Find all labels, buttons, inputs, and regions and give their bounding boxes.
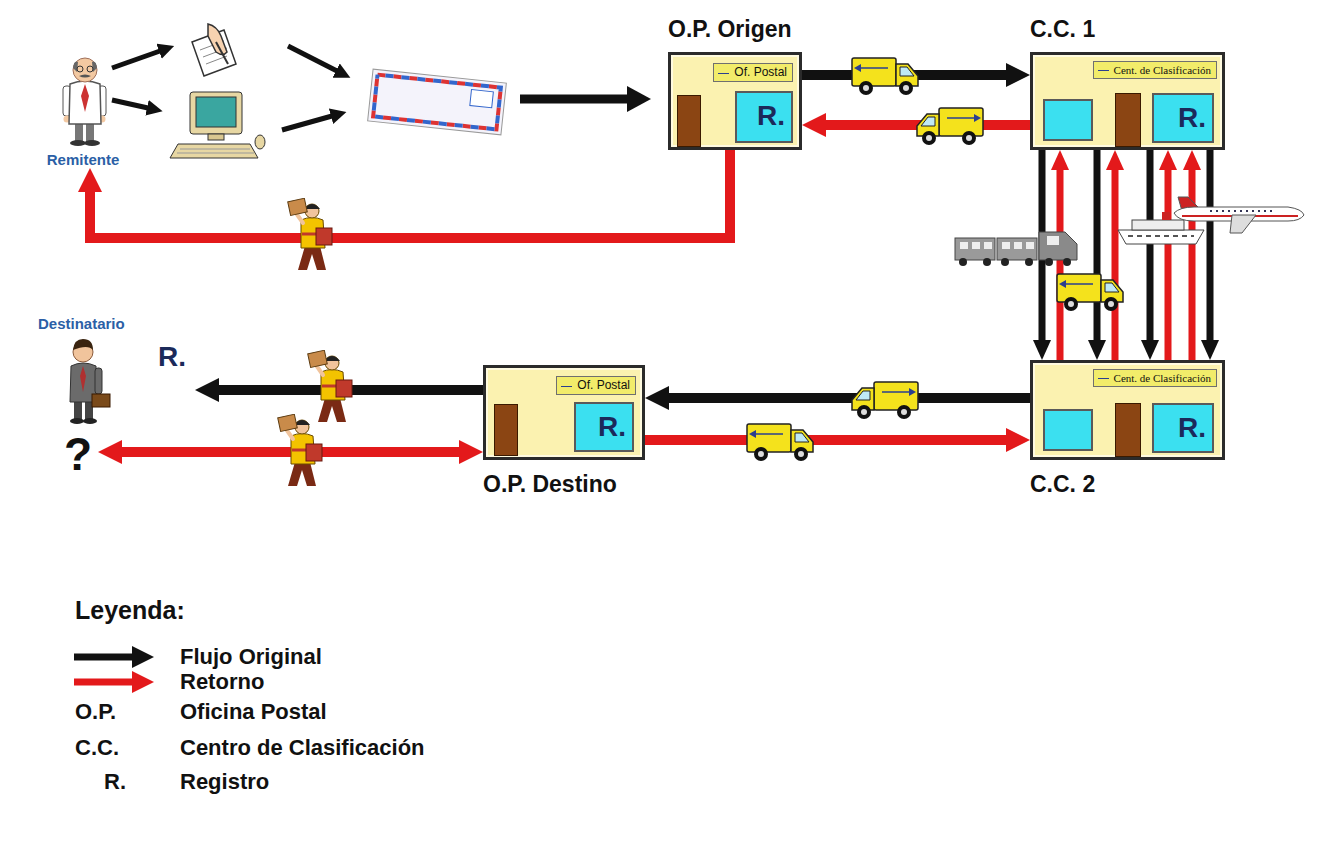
legend-row: Registro [0, 769, 700, 795]
flow-arrow [1094, 150, 1101, 341]
return-arrow [1057, 169, 1064, 360]
legend-title: Leyenda: [75, 596, 185, 625]
office-heading: O.P. Origen [668, 15, 792, 43]
sender-label: Remitente [8, 151, 158, 168]
post-office: O.P. OrigenOf. PostalR. [668, 52, 802, 150]
legend-text: Centro de Clasificación [180, 735, 425, 761]
post-office: Of. PostalR.O.P. Destino [483, 365, 645, 460]
sorting-center: Cent. de ClasificaciónR.C.C. 2 [1030, 360, 1225, 460]
legend-arrow-shaft [74, 679, 134, 686]
mail-carrier [288, 198, 332, 270]
legend-abbreviation: C.C. [75, 735, 119, 760]
envelope-icon [368, 69, 507, 135]
legend-arrow-head [132, 671, 154, 693]
sender-figure [63, 58, 106, 146]
mail-carrier [278, 414, 322, 486]
center-sign: Cent. de Clasificación [1093, 369, 1217, 387]
window [1043, 409, 1093, 451]
question-mark: ? [58, 426, 98, 482]
computer-icon [170, 92, 265, 158]
legend-row: Centro de Clasificación [0, 735, 700, 761]
receiver-figure [70, 339, 110, 424]
legend-row: Oficina Postal [0, 699, 700, 725]
sorting-center: C.C. 1Cent. de ClasificaciónR. [1030, 52, 1225, 150]
legend-row: Flujo Original [0, 644, 700, 670]
flow-arrow [1207, 150, 1214, 341]
center-sign: Cent. de Clasificación [1093, 61, 1217, 79]
recipient-label: Destinatario [38, 315, 125, 332]
door [1115, 93, 1141, 147]
legend-arrow [72, 669, 162, 695]
register-mark: R. [158, 341, 186, 373]
legend-arrow-shaft [74, 654, 134, 661]
recipient: DestinatarioR. [30, 315, 195, 425]
return-arrow [1189, 169, 1196, 360]
train-icon [955, 232, 1077, 266]
register-mark: R. [735, 91, 793, 143]
legend-text: Retorno [180, 669, 264, 695]
mail-carrier [308, 350, 352, 422]
center-heading: C.C. 1 [1030, 15, 1095, 43]
legend-abbreviation: O.P. [75, 699, 116, 724]
office-heading: O.P. Destino [483, 470, 617, 498]
legend-row: Retorno [0, 669, 700, 695]
sender: Remitente [8, 55, 158, 168]
legend-abbreviation: R. [104, 769, 126, 794]
legend-text: Registro [180, 769, 269, 795]
flow-arrow [1147, 150, 1154, 341]
delivery-van [1057, 274, 1123, 311]
legend-text: Flujo Original [180, 644, 322, 670]
legend-arrow [72, 644, 162, 670]
return-arrow [645, 435, 1007, 445]
door [677, 95, 701, 147]
door [1115, 403, 1141, 457]
return-arrow [90, 150, 730, 238]
register-mark: R. [1152, 93, 1214, 143]
delivery-van [917, 108, 983, 145]
return-arrow [1165, 169, 1172, 360]
office-sign: Of. Postal [713, 63, 793, 82]
office-sign: Of. Postal [556, 376, 636, 395]
legend-arrow-head [132, 646, 154, 668]
delivery-van [852, 382, 918, 419]
flow-arrow [668, 393, 1030, 403]
flow-arrows [112, 46, 628, 130]
unknown-recipient: ? [58, 426, 98, 482]
plane-icon [1174, 197, 1304, 233]
center-heading: C.C. 2 [1030, 470, 1095, 498]
delivery-van [747, 424, 813, 461]
register-mark: R. [1152, 403, 1214, 453]
door [494, 404, 518, 456]
window [1043, 99, 1093, 141]
register-mark: R. [574, 402, 634, 452]
return-arrow [1112, 169, 1119, 360]
delivery-van [852, 58, 918, 95]
legend-text: Oficina Postal [180, 699, 327, 725]
handwriting-icon [192, 24, 236, 76]
